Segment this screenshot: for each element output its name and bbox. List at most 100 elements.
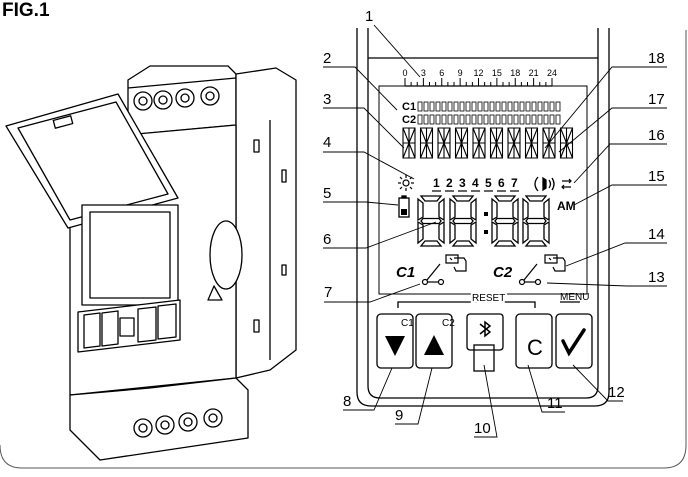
scale-label: 9 xyxy=(458,68,463,78)
scale-label: 18 xyxy=(510,68,520,78)
hour-bar xyxy=(459,101,465,112)
battery-icon xyxy=(398,195,410,218)
callout-14: 14 xyxy=(648,226,665,243)
scale-label: 21 xyxy=(529,68,539,78)
hour-bar xyxy=(519,101,525,112)
hour-bar xyxy=(453,101,459,112)
hour-bar xyxy=(429,114,435,125)
day-7: 7 xyxy=(511,176,518,190)
hour-bar xyxy=(537,101,543,112)
day-2: 2 xyxy=(446,176,453,190)
callout-6: 6 xyxy=(323,231,331,248)
hour-bar xyxy=(459,114,465,125)
day-1: 1 xyxy=(433,176,440,190)
hour-bar xyxy=(417,114,423,125)
up-button-sub: C2 xyxy=(442,318,455,329)
bottom-terminals xyxy=(133,408,223,438)
scale-label: 15 xyxy=(492,68,502,78)
hour-bar xyxy=(471,114,477,125)
hour-bar xyxy=(501,101,507,112)
hour-bar xyxy=(423,101,429,112)
hour-bar xyxy=(549,101,555,112)
hour-bar xyxy=(531,114,537,125)
seven-seg-digit xyxy=(417,195,445,247)
callout-12: 12 xyxy=(608,384,625,401)
callout-7: 7 xyxy=(324,284,332,301)
arrows-icon xyxy=(561,178,572,190)
hour-bar xyxy=(495,101,501,112)
hour-bar xyxy=(453,114,459,125)
hour-bar xyxy=(435,101,441,112)
segment-char xyxy=(489,127,504,159)
hour-bars xyxy=(417,101,561,125)
hour-bar xyxy=(477,101,483,112)
bluetooth-icon xyxy=(479,320,492,338)
hour-bar xyxy=(465,114,471,125)
callout-3: 3 xyxy=(323,91,331,108)
day-5: 5 xyxy=(485,176,492,190)
hour-bar xyxy=(429,101,435,112)
row-label-c2: C2 xyxy=(402,114,416,126)
colon xyxy=(484,212,488,234)
leader-lines xyxy=(323,24,667,438)
hour-bar xyxy=(417,101,423,112)
sound-icon xyxy=(534,176,555,192)
day-3: 3 xyxy=(459,176,466,190)
segment-char xyxy=(419,127,434,159)
segment-char xyxy=(402,127,416,159)
callout-5: 5 xyxy=(323,185,331,202)
hour-bar xyxy=(543,114,549,125)
segment-char xyxy=(524,127,539,159)
scale-label: 3 xyxy=(421,68,426,78)
up-button[interactable] xyxy=(415,313,453,369)
hour-bar xyxy=(513,101,519,112)
scale-label: 6 xyxy=(439,68,444,78)
hour-bar xyxy=(483,101,489,112)
scale-label: 12 xyxy=(473,68,483,78)
callout-11: 11 xyxy=(547,395,563,412)
hour-bar xyxy=(555,114,561,125)
hour-bar xyxy=(543,101,549,112)
segment-char xyxy=(472,127,486,159)
hour-bar xyxy=(489,101,495,112)
segment-char xyxy=(507,127,521,159)
hour-bar xyxy=(477,114,483,125)
confirm-button[interactable] xyxy=(555,313,593,369)
time-digits xyxy=(417,195,550,247)
callout-18: 18 xyxy=(648,50,665,67)
hour-bar xyxy=(537,114,543,125)
hour-bar xyxy=(471,101,477,112)
up-arrow-icon xyxy=(424,335,444,355)
sun-icon xyxy=(398,175,414,191)
callout-13: 13 xyxy=(648,269,665,286)
switch-icon xyxy=(421,263,542,286)
down-button-sub: C1 xyxy=(401,318,414,329)
hour-bar xyxy=(513,114,519,125)
hour-bar xyxy=(447,114,453,125)
seven-seg-digit xyxy=(491,195,519,247)
callout-15: 15 xyxy=(648,168,665,185)
callout-4: 4 xyxy=(323,134,331,151)
page-frame xyxy=(0,30,687,469)
hour-bar xyxy=(423,114,429,125)
bt-led-slot xyxy=(473,344,495,372)
channel-label-c2: C2 xyxy=(493,264,513,281)
segment-char xyxy=(437,127,451,159)
segment-char xyxy=(454,127,469,159)
down-button[interactable] xyxy=(376,313,414,369)
hour-bar xyxy=(447,101,453,112)
bluetooth-button[interactable] xyxy=(466,313,504,351)
menu-label: MENU xyxy=(560,292,589,303)
hour-bar xyxy=(549,114,555,125)
hour-bar xyxy=(483,114,489,125)
scale-label: 24 xyxy=(547,68,557,78)
scale-label: 0 xyxy=(402,68,407,78)
hour-bar xyxy=(465,101,471,112)
hour-bar xyxy=(489,114,495,125)
hour-bar xyxy=(501,114,507,125)
hour-bar xyxy=(525,101,531,112)
day-indicators: 1 2 3 4 5 6 7 xyxy=(432,176,519,192)
hour-bar xyxy=(441,114,447,125)
clear-button[interactable] xyxy=(515,313,553,369)
callout-2: 2 xyxy=(323,50,331,67)
